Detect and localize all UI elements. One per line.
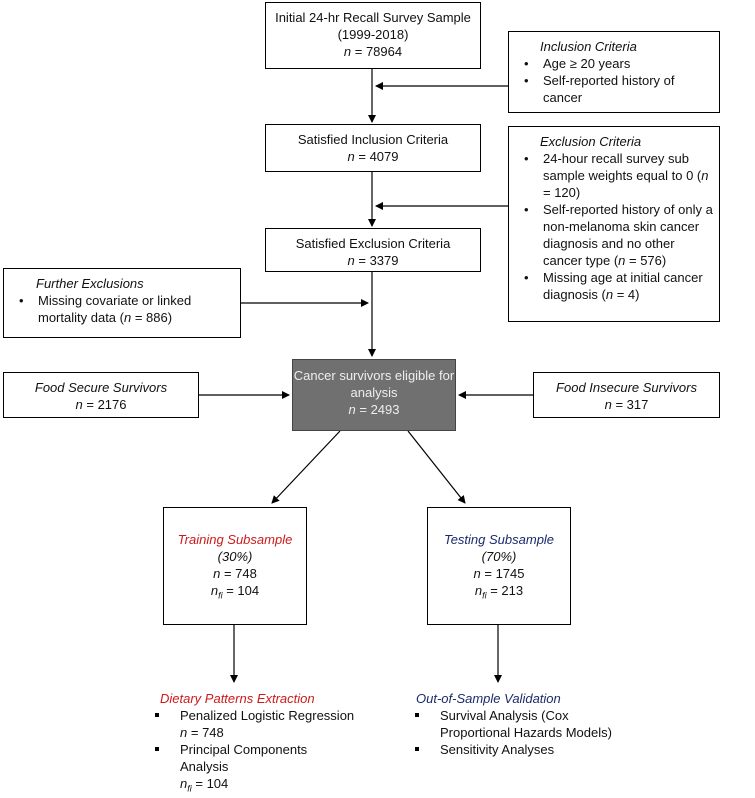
inclusion-list: Age ≥ 20 years Self-reported history of … bbox=[513, 55, 713, 106]
dietary-patterns-section: Dietary Patterns Extraction Penalized Lo… bbox=[150, 690, 360, 798]
testing-pct: (70%) bbox=[481, 549, 517, 564]
dietary-item: Principal Components Analysis nfi = 104 bbox=[150, 741, 330, 798]
validation-item: Survival Analysis (Cox Proportional Haza… bbox=[410, 707, 630, 741]
further-exclusions-list: Missing covariate or linked mortality da… bbox=[8, 292, 234, 326]
further-exclusions-title: Further Exclusions bbox=[36, 276, 144, 291]
food-secure-n: n = 2176 bbox=[75, 397, 127, 412]
exclusion-list: 24-hour recall survey sub sample weights… bbox=[513, 150, 713, 303]
satisfied-inclusion-title: Satisfied Inclusion Criteria bbox=[297, 132, 449, 147]
food-secure-title: Food Secure Survivors bbox=[34, 380, 168, 395]
eligible-n: n = 2493 bbox=[348, 402, 400, 417]
eligible-line2: analysis bbox=[350, 385, 398, 400]
exclusion-item: Missing age at initial cancer diagnosis … bbox=[513, 269, 713, 303]
inclusion-item: Age ≥ 20 years bbox=[513, 55, 713, 72]
food-insecure-title: Food Insecure Survivors bbox=[556, 380, 697, 395]
exclusion-item: Self-reported history of only a non-mela… bbox=[513, 201, 713, 269]
inclusion-criteria-box: Inclusion Criteria Age ≥ 20 years Self-r… bbox=[508, 31, 720, 113]
food-secure-box: Food Secure Survivors n = 2176 bbox=[3, 372, 199, 418]
further-exclusions-box: Further Exclusions Missing covariate or … bbox=[3, 268, 241, 338]
food-insecure-box: Food Insecure Survivors n = 317 bbox=[533, 372, 720, 418]
exclusion-criteria-box: Exclusion Criteria 24-hour recall survey… bbox=[508, 126, 720, 322]
inclusion-title: Inclusion Criteria bbox=[540, 39, 637, 54]
initial-sample-box: Initial 24-hr Recall Survey Sample (1999… bbox=[265, 2, 481, 69]
initial-n: n = 78964 bbox=[343, 44, 403, 59]
eligible-survivors-box: Cancer survivors eligible for analysis n… bbox=[292, 359, 456, 431]
food-insecure-n: n = 317 bbox=[604, 397, 649, 412]
training-subsample-box: Training Subsample (30%) n = 748 nfi = 1… bbox=[163, 507, 307, 625]
training-nfi: nfi = 104 bbox=[210, 583, 260, 601]
testing-nfi: nfi = 213 bbox=[474, 583, 524, 601]
validation-list: Survival Analysis (Cox Proportional Haza… bbox=[410, 707, 640, 758]
initial-years: (1999-2018) bbox=[337, 27, 409, 42]
testing-n: n = 1745 bbox=[473, 566, 525, 581]
satisfied-inclusion-box: Satisfied Inclusion Criteria n = 4079 bbox=[265, 124, 481, 172]
training-n: n = 748 bbox=[213, 566, 257, 581]
inclusion-item: Self-reported history of cancer bbox=[513, 72, 713, 106]
exclusion-title: Exclusion Criteria bbox=[540, 134, 642, 149]
validation-item: Sensitivity Analyses bbox=[410, 741, 640, 758]
training-title: Training Subsample bbox=[177, 532, 293, 547]
arrow-to-training bbox=[271, 430, 341, 504]
training-pct: (30%) bbox=[217, 549, 253, 564]
further-exclusions-item: Missing covariate or linked mortality da… bbox=[8, 292, 234, 326]
satisfied-exclusion-title: Satisfied Exclusion Criteria bbox=[295, 236, 451, 251]
testing-title: Testing Subsample bbox=[443, 532, 555, 547]
eligible-line1: Cancer survivors eligible for bbox=[293, 368, 455, 383]
validation-title: Out-of-Sample Validation bbox=[416, 691, 561, 706]
arrow-to-testing bbox=[407, 430, 466, 504]
dietary-title: Dietary Patterns Extraction bbox=[160, 691, 315, 706]
satisfied-inclusion-n: n = 4079 bbox=[347, 149, 399, 164]
testing-subsample-box: Testing Subsample (70%) n = 1745 nfi = 2… bbox=[427, 507, 571, 625]
satisfied-exclusion-box: Satisfied Exclusion Criteria n = 3379 bbox=[265, 228, 481, 272]
initial-title: Initial 24-hr Recall Survey Sample bbox=[275, 10, 471, 25]
dietary-list: Penalized Logistic Regression n = 748 Pr… bbox=[150, 707, 360, 798]
satisfied-exclusion-n: n = 3379 bbox=[347, 253, 399, 268]
validation-section: Out-of-Sample Validation Survival Analys… bbox=[410, 690, 640, 758]
dietary-item: Penalized Logistic Regression n = 748 bbox=[150, 707, 360, 741]
exclusion-item: 24-hour recall survey sub sample weights… bbox=[513, 150, 713, 201]
